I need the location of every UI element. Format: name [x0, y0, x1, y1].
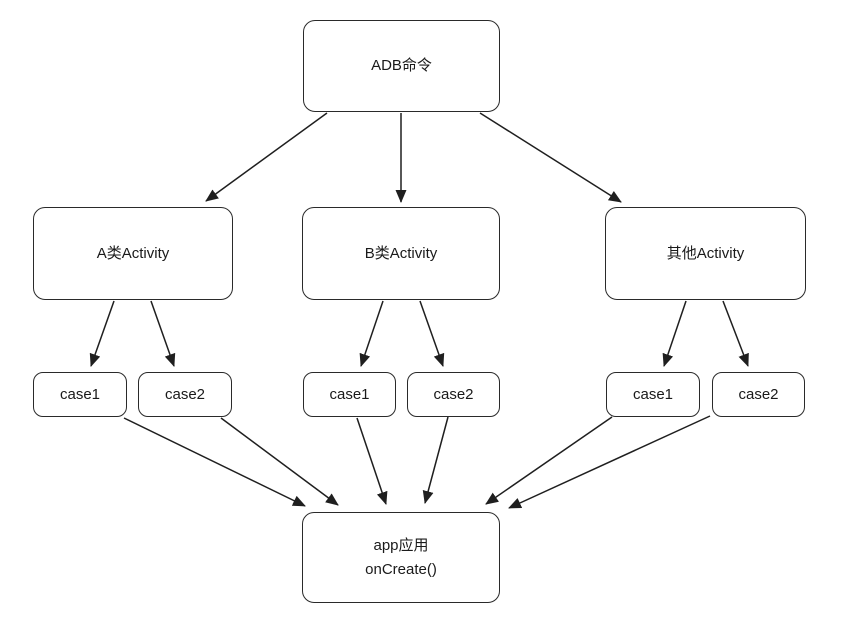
- node-activity-b-label: B类Activity: [364, 244, 438, 262]
- node-case-o2: case2: [712, 372, 805, 417]
- arrow-activity-a-to-case1: [89, 300, 115, 367]
- arrow-activity-a-to-case2: [150, 300, 176, 367]
- node-case-b1-label: case1: [329, 385, 370, 403]
- arrow-case-o1-to-app: [485, 416, 613, 505]
- node-case-a2: case2: [138, 372, 232, 417]
- arrow-activity-other-to-case1: [662, 300, 687, 367]
- node-adb-command-label: ADB命令: [371, 57, 432, 75]
- node-activity-a: A类Activity: [33, 207, 233, 300]
- arrow-case-b2-to-app: [422, 416, 449, 504]
- arrow-case-a1-to-app: [123, 417, 306, 507]
- node-adb-command: ADB命令: [303, 20, 500, 112]
- arrow-activity-b-to-case2: [419, 300, 445, 367]
- arrow-case-o2-to-app: [508, 415, 711, 509]
- arrow-case-a2-to-app: [220, 417, 339, 506]
- node-activity-other: 其他Activity: [605, 207, 806, 300]
- arrow-case-b1-to-app: [356, 417, 388, 505]
- arrow-adb-to-activity-other: [479, 112, 622, 203]
- node-case-a1: case1: [33, 372, 127, 417]
- arrow-activity-b-to-case1: [359, 300, 384, 367]
- node-case-o1-label: case1: [632, 385, 674, 403]
- node-app-oncreate: app应用 onCreate(): [302, 512, 500, 603]
- node-case-b2: case2: [407, 372, 500, 417]
- node-case-a2-label: case2: [164, 385, 206, 403]
- node-activity-other-label: 其他Activity: [666, 244, 745, 262]
- node-activity-a-label: A类Activity: [96, 244, 170, 262]
- node-case-o2-label: case2: [738, 385, 779, 403]
- node-activity-b: B类Activity: [302, 207, 500, 300]
- node-case-b1: case1: [303, 372, 396, 417]
- node-app-label-line1: app应用: [373, 537, 429, 555]
- node-case-b2-label: case2: [433, 385, 474, 403]
- arrow-adb-to-activity-a: [205, 112, 328, 202]
- node-case-a1-label: case1: [59, 385, 101, 403]
- node-case-o1: case1: [606, 372, 700, 417]
- arrow-activity-other-to-case2: [722, 300, 749, 367]
- node-app-label-line2: onCreate(): [365, 560, 437, 578]
